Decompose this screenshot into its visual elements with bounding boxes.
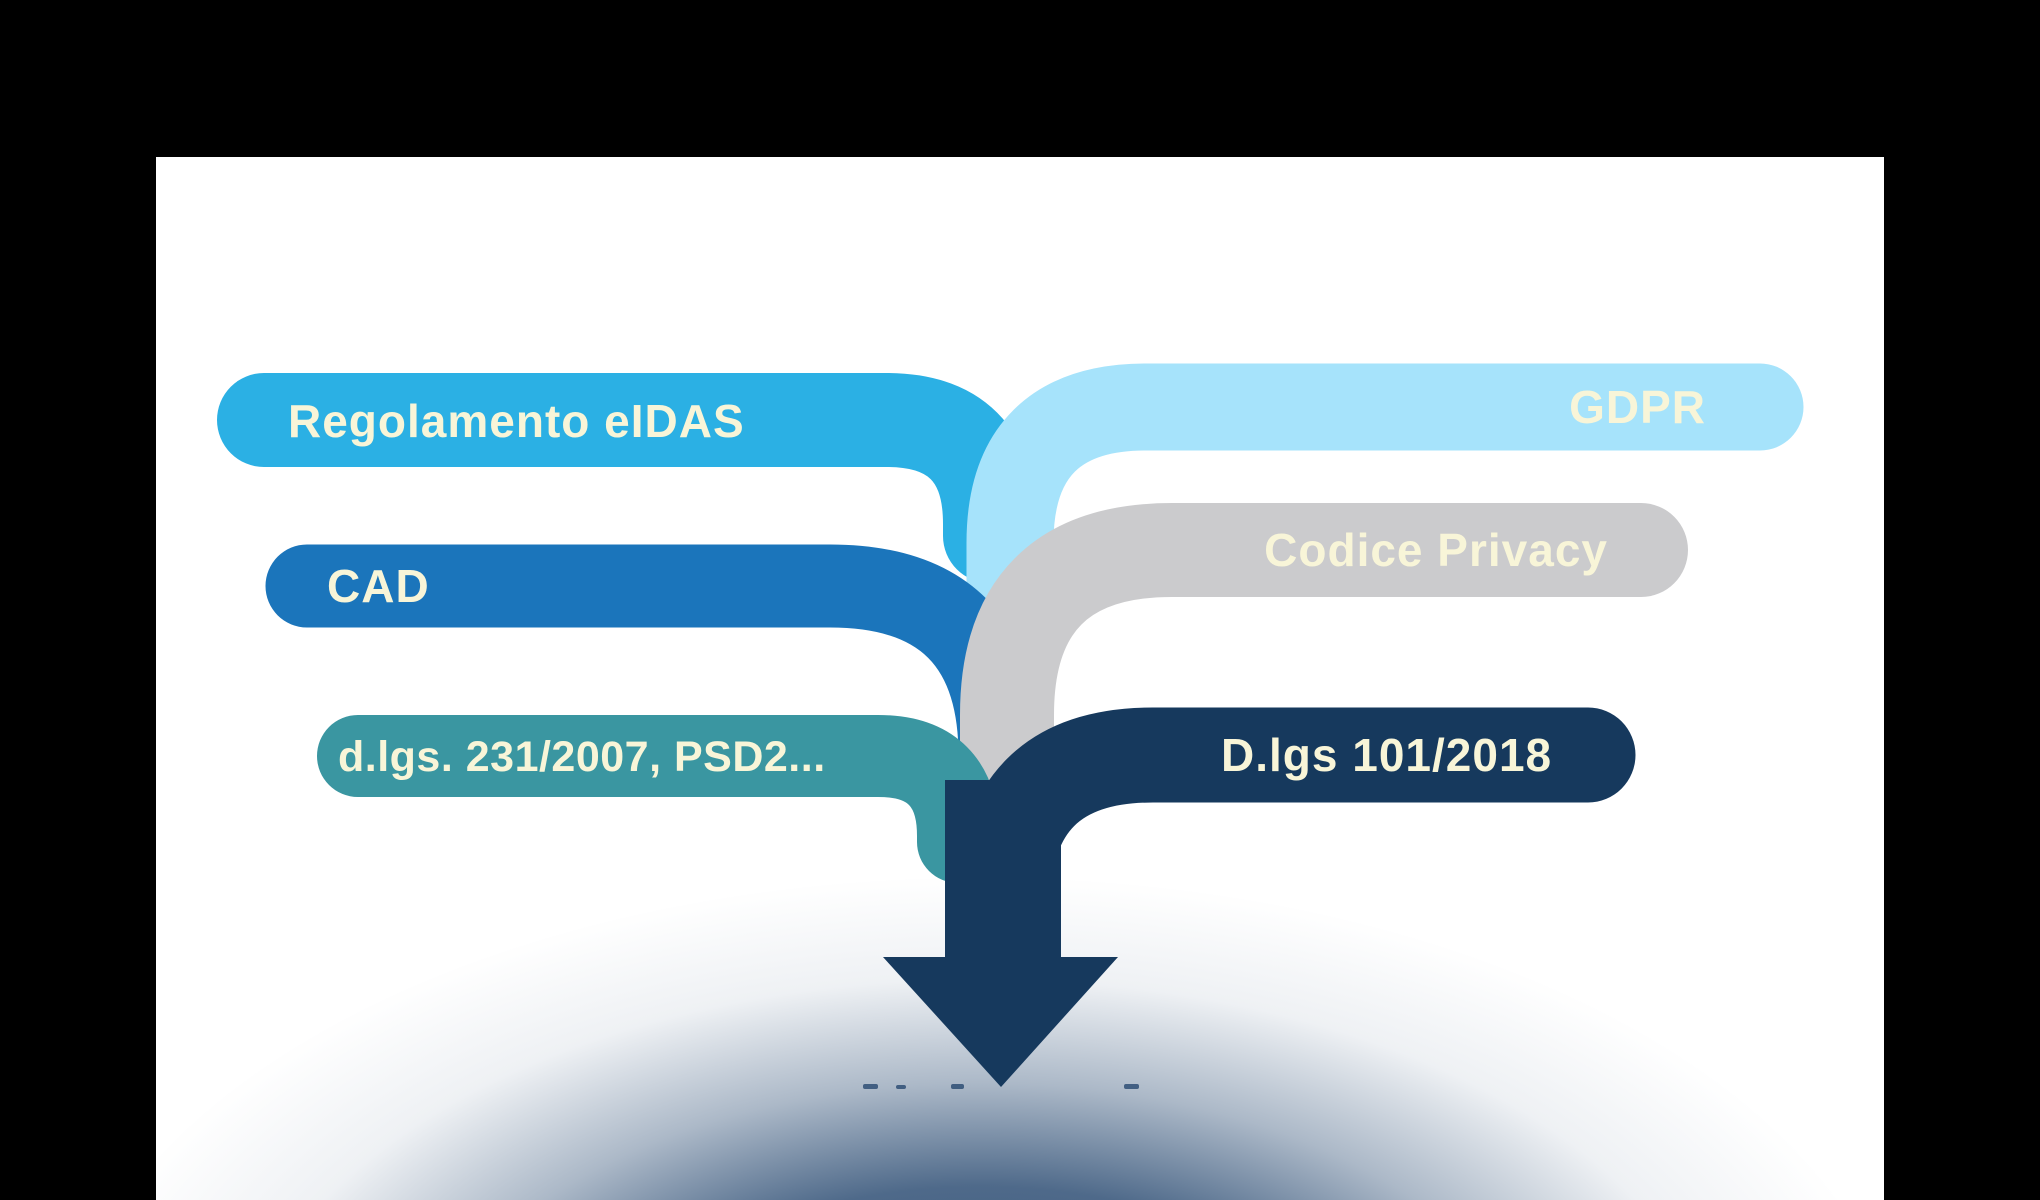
label-codice-privacy: Codice Privacy bbox=[1264, 524, 1608, 576]
pill-dlgs-231: d.lgs. 231/2007, PSD2... bbox=[317, 715, 999, 883]
pill-eidas: Regolamento eIDAS bbox=[217, 373, 1037, 583]
pill-codice-privacy: Codice Privacy bbox=[960, 503, 1688, 877]
swoosh-codice-privacy bbox=[960, 503, 1688, 877]
label-cad: CAD bbox=[327, 560, 430, 612]
down-arrow-icon bbox=[883, 780, 1118, 1087]
label-eidas: Regolamento eIDAS bbox=[288, 395, 745, 447]
label-gdpr: GDPR bbox=[1569, 381, 1706, 433]
swoosh-gdpr bbox=[966, 363, 1804, 624]
slide-panel: Regolamento eIDAS GDPR CAD Codice Privac… bbox=[156, 157, 1884, 1200]
label-dlgs-101: D.lgs 101/2018 bbox=[1221, 729, 1552, 781]
diagram-svg: Regolamento eIDAS GDPR CAD Codice Privac… bbox=[156, 363, 1842, 1200]
pill-gdpr: GDPR bbox=[966, 363, 1804, 624]
label-dlgs-231: d.lgs. 231/2007, PSD2... bbox=[338, 733, 826, 781]
artifact-dashes bbox=[863, 1084, 1139, 1089]
